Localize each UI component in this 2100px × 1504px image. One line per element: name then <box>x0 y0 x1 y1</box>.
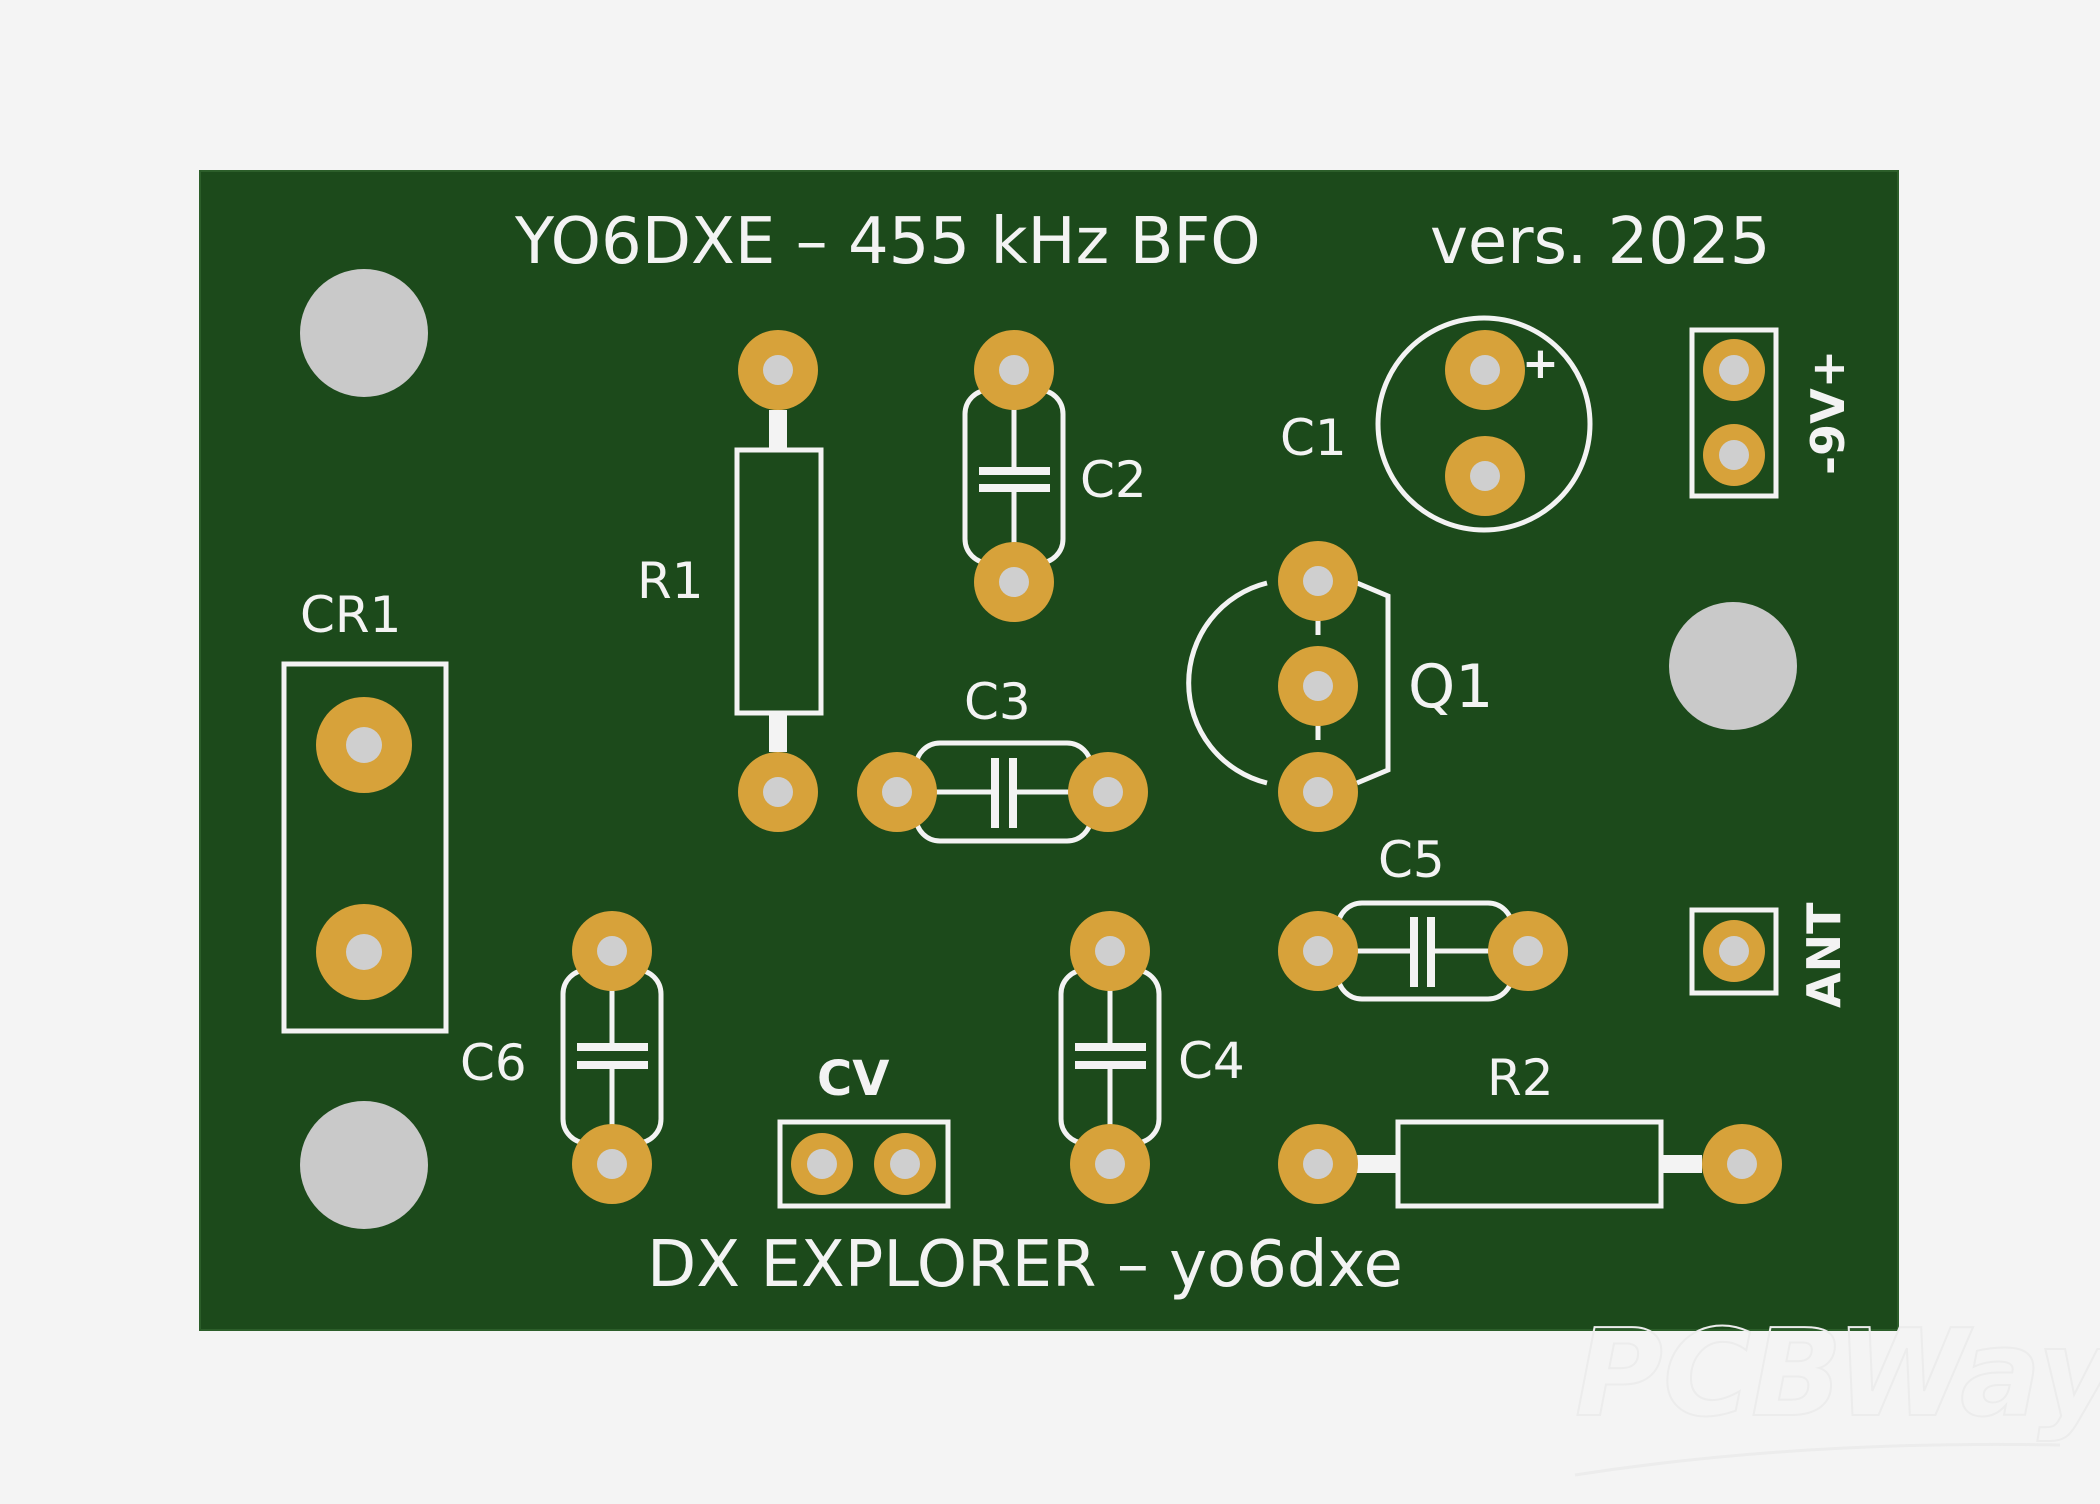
pad-drill <box>346 934 382 970</box>
pad-drill <box>763 777 793 807</box>
pad-drill <box>1719 440 1749 470</box>
board-title: YO6DXE – 455 kHz BFO <box>514 205 1261 279</box>
r2-label: R2 <box>1487 1049 1554 1107</box>
pad-drill <box>1095 936 1125 966</box>
r1-label: R1 <box>637 552 704 610</box>
pad-drill <box>1095 1149 1125 1179</box>
mounting-hole-bottom-left <box>300 1101 428 1229</box>
crystal-cr1: CR1 <box>281 586 449 1034</box>
resistor-r2: R2 <box>1357 1049 1702 1209</box>
pad-drill <box>597 936 627 966</box>
pad-drill <box>807 1149 837 1179</box>
c3-label: C3 <box>964 673 1031 731</box>
watermark-swoosh <box>1574 1442 2061 1477</box>
c1-label: C1 <box>1280 409 1347 467</box>
pad-drill <box>1727 1149 1757 1179</box>
solder-pads <box>316 330 1782 1204</box>
antenna-connector: ANT <box>1689 902 1851 1008</box>
cr1-label: CR1 <box>300 586 401 644</box>
power-connector-label: -9V+ <box>1801 350 1855 475</box>
resistor-r1: R1 <box>637 410 824 752</box>
pcb-board <box>199 170 1899 1331</box>
pad-drill <box>1303 566 1333 596</box>
board-footer: DX EXPLORER – yo6dxe <box>647 1228 1403 1302</box>
resistor-r1-body <box>734 447 824 716</box>
pad-drill <box>999 567 1029 597</box>
c2-label: C2 <box>1080 451 1147 509</box>
pad-drill <box>763 355 793 385</box>
trimmer-cv: CV <box>777 1051 951 1209</box>
mounting-hole-top-left <box>300 269 428 397</box>
pad-drill <box>1470 355 1500 385</box>
pad-drill <box>1303 777 1333 807</box>
pad-drill <box>597 1149 627 1179</box>
pcbway-watermark: PCBWay <box>1575 1305 2100 1444</box>
pad-drill <box>1513 936 1543 966</box>
c1-polarity-mark: + <box>1522 338 1559 389</box>
pad-drill <box>1303 1149 1333 1179</box>
pad-drill <box>1303 671 1333 701</box>
pad-drill <box>1303 936 1333 966</box>
board-version: vers. 2025 <box>1430 205 1770 279</box>
transistor-q1: Q1 <box>1186 580 1493 786</box>
antenna-connector-label: ANT <box>1797 902 1851 1008</box>
resistor-r2-body <box>1395 1119 1664 1209</box>
q1-label: Q1 <box>1408 652 1493 722</box>
pad-drill <box>1093 777 1123 807</box>
pad-drill <box>1719 936 1749 966</box>
pad-drill <box>346 727 382 763</box>
pad-drill <box>1719 355 1749 385</box>
c5-label: C5 <box>1378 831 1445 889</box>
pad-drill <box>890 1149 920 1179</box>
pad-drill <box>882 777 912 807</box>
mounting-holes <box>300 269 1797 1229</box>
power-connector: -9V+ <box>1689 327 1855 499</box>
capacitor-c1: C1 + <box>1280 315 1593 533</box>
c4-label: C4 <box>1178 1032 1245 1090</box>
mounting-hole-right <box>1669 602 1797 730</box>
c6-label: C6 <box>460 1034 527 1092</box>
pad-drill <box>999 355 1029 385</box>
pad-drill <box>1470 461 1500 491</box>
cv-label: CV <box>817 1051 889 1107</box>
